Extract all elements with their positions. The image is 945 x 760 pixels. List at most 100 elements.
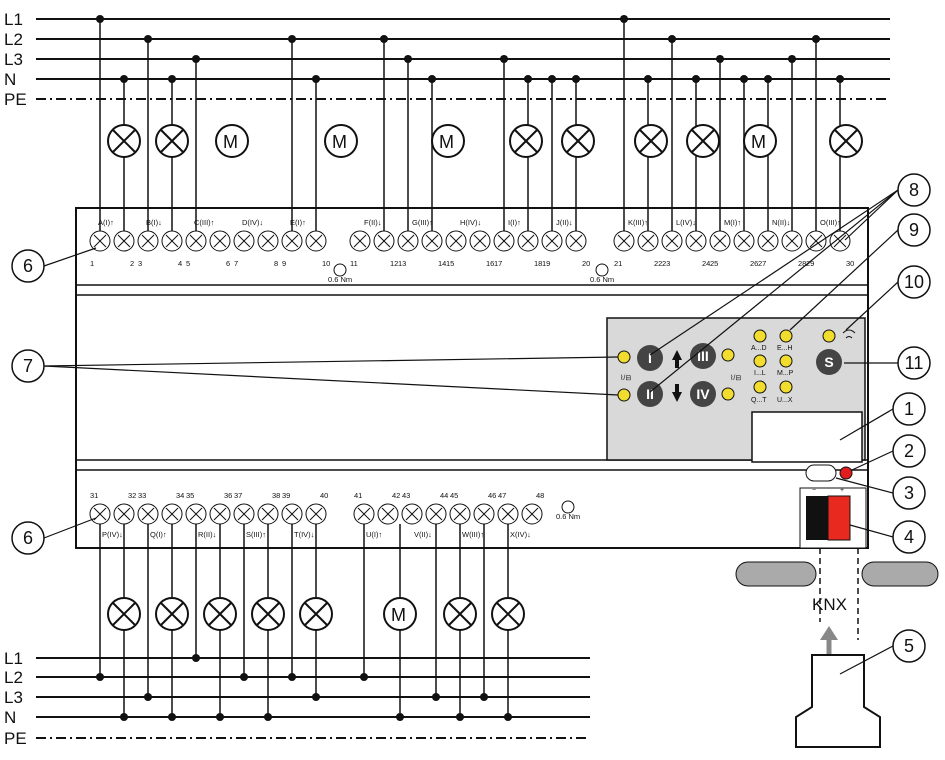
led-label-i-l: I...L <box>754 370 766 377</box>
bus-label-l1: L1 <box>4 10 23 29</box>
terminal-number: 14 <box>438 259 446 268</box>
channel-label: G(III)↑ <box>412 218 433 227</box>
torque-icon <box>561 500 575 514</box>
manual-buttons: I III II IV S ⌇/⊟ ⌇/⊟ <box>620 343 842 407</box>
channel-label: U(I)↑ <box>366 530 382 539</box>
terminal-number: 8 <box>274 259 278 268</box>
terminal-number: 28 <box>798 259 806 268</box>
motor-icon <box>215 124 249 158</box>
terminal-number: 32 <box>128 491 136 500</box>
callout-number: 7 <box>23 356 33 376</box>
top-bus <box>36 18 890 100</box>
torque-label: 0.6 Nm <box>556 512 580 521</box>
terminal-number: 27 <box>758 259 766 268</box>
callout-number: 10 <box>904 272 924 292</box>
channel-label: M(I)↑ <box>724 218 741 227</box>
callout-circle <box>892 392 926 426</box>
callout-number: 6 <box>23 256 33 276</box>
torque-icon <box>333 263 347 277</box>
terminal-number: 4 <box>178 259 182 268</box>
knx-cable-right <box>861 561 939 587</box>
terminal-number: 41 <box>354 491 362 500</box>
callout-circle <box>897 173 931 207</box>
terminal-number: 25 <box>710 259 718 268</box>
terminal-number: 48 <box>536 491 544 500</box>
callout-number: 8 <box>909 180 919 200</box>
terminal-number: 20 <box>582 259 590 268</box>
terminal-number: 15 <box>446 259 454 268</box>
callout-circle <box>892 629 926 663</box>
motor-icon <box>383 597 417 631</box>
button-symbol-right: ⌇/⊟ <box>730 374 741 382</box>
bus-label-l1-bottom: L1 <box>4 649 23 668</box>
callout-circle <box>897 213 931 247</box>
terminal-number: 24 <box>702 259 710 268</box>
terminal-number: 26 <box>750 259 758 268</box>
bottom-bus <box>36 657 590 739</box>
svg-text:M: M <box>223 132 238 152</box>
terminal-number: 2 <box>130 259 134 268</box>
bottom-bus-labels: L1 L2 L3 N PE <box>4 649 27 748</box>
terminal-number: 21 <box>614 259 622 268</box>
button-iv[interactable] <box>690 381 716 407</box>
terminal-number: 36 <box>224 491 232 500</box>
terminal-number: 33 <box>138 491 146 500</box>
terminal-number: 16 <box>486 259 494 268</box>
callout-circle <box>892 520 926 554</box>
bus-label-pe-bottom: PE <box>4 729 27 748</box>
button-symbol-left: ⌇/⊟ <box>620 374 631 382</box>
channel-label: W(III)↑ <box>462 530 484 539</box>
bus-label-l2: L2 <box>4 30 23 49</box>
arrow-up-icon <box>672 350 682 368</box>
channel-label: R(II)↓ <box>198 530 216 539</box>
svg-text:M: M <box>439 132 454 152</box>
channel-label: K(III)↑ <box>628 218 648 227</box>
channel-label: J(II)↓ <box>556 218 573 227</box>
bus-label-l3-bottom: L3 <box>4 688 23 707</box>
button-iii[interactable] <box>690 343 716 369</box>
button-s[interactable] <box>816 349 842 375</box>
terminal-number: 34 <box>176 491 184 500</box>
knx-cable-left <box>735 561 817 587</box>
channel-label: I(I)↑ <box>508 218 521 227</box>
terminal-number: 35 <box>186 491 194 500</box>
terminal-number: 6 <box>226 259 230 268</box>
button-i[interactable] <box>637 345 663 371</box>
terminal-number: 7 <box>234 259 238 268</box>
channel-label: C(III)↑ <box>194 218 214 227</box>
callout-number: 6 <box>23 528 33 548</box>
callout-number: 2 <box>904 441 914 461</box>
terminal-number: 40 <box>320 491 328 500</box>
knx-plug <box>795 654 881 748</box>
bus-label-pe: PE <box>4 90 27 109</box>
callout-circle <box>897 265 931 299</box>
callout-circle <box>897 346 931 380</box>
channel-label: F(II)↓ <box>364 218 382 227</box>
arrow-down-icon <box>672 384 682 402</box>
terminal-number: 39 <box>282 491 290 500</box>
torque-label: 0.6 Nm <box>590 275 614 284</box>
channel-label: L(IV)↓ <box>676 218 696 227</box>
terminal-number: 1 <box>90 259 94 268</box>
button-ii[interactable] <box>637 381 663 407</box>
channel-label: E(I)↑ <box>290 218 306 227</box>
terminal-number: 46 <box>488 491 496 500</box>
terminal-number: 42 <box>392 491 400 500</box>
prog-led <box>839 466 853 480</box>
channel-label: X(IV)↓ <box>510 530 531 539</box>
svg-text:−: − <box>812 487 816 494</box>
terminal-number: 43 <box>402 491 410 500</box>
callout-circle <box>11 349 45 383</box>
callout-number: 11 <box>905 353 924 373</box>
label-slot <box>751 411 863 463</box>
callout-number: 4 <box>904 527 914 547</box>
led-label-a-d: A...D <box>751 345 767 352</box>
led-label-m-p: M...P <box>777 370 794 377</box>
motor-icon <box>743 124 777 158</box>
terminal-number: 37 <box>234 491 242 500</box>
svg-text:+: + <box>840 487 844 494</box>
bus-label-l2-bottom: L2 <box>4 668 23 687</box>
terminal-number: 9 <box>282 259 286 268</box>
